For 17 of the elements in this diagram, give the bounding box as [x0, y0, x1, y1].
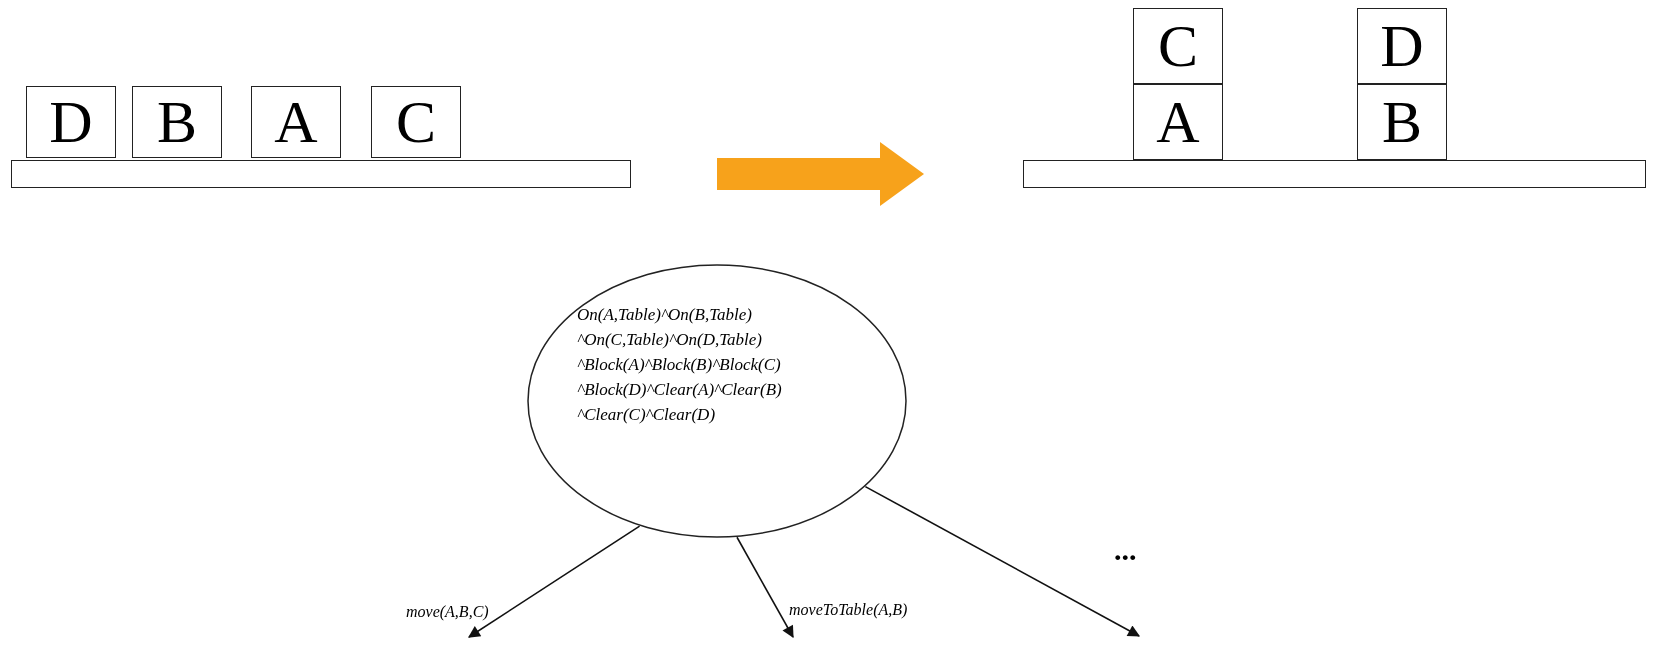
block-tile: B [1357, 84, 1447, 160]
edge-label: moveToTable(A,B) [789, 601, 908, 619]
table-surface [1023, 160, 1646, 188]
block-tile: D [1357, 8, 1447, 84]
table-surface [11, 160, 631, 188]
state-description: On(A,Table)^On(B,Table) ^On(C,Table)^On(D,Table) ^Block(A)^Block(B)^Block(C) ^Block(D)^Clear(A)^Clear(B) ^Clear(C)^Clear(D) [577, 304, 783, 426]
block-tile: A [1133, 84, 1223, 160]
block-tile: A [251, 86, 341, 158]
block-tile: C [371, 86, 461, 158]
block-tile: B [132, 86, 222, 158]
ellipsis-text: ... [1114, 535, 1137, 565]
arrow [864, 485, 1141, 637]
block-tile: D [26, 86, 116, 158]
arrow [468, 525, 641, 638]
arrow [736, 536, 794, 639]
edge-label: move(A,B,C) [406, 603, 489, 621]
block-tile: C [1133, 8, 1223, 84]
